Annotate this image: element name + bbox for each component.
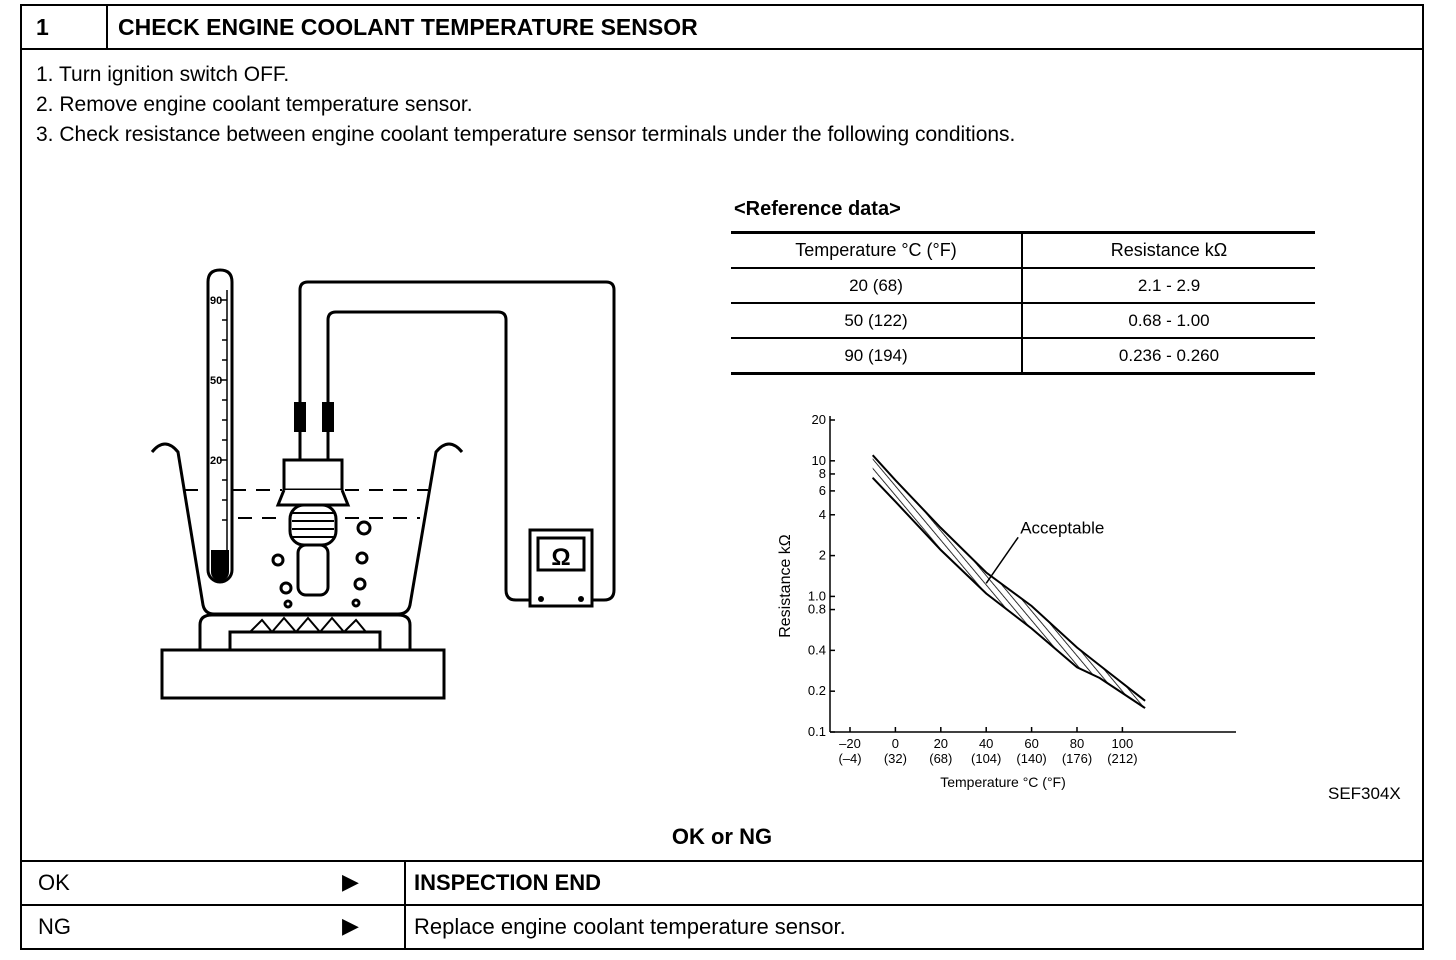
table-row: 90 (194) 0.236 - 0.260 (731, 338, 1315, 375)
band-upper-line (871, 454, 1146, 702)
resistance-temperature-chart: 0.10.20.40.81.024681020–20(–4)0(32)20(68… (777, 412, 1236, 790)
annotation-leader (985, 536, 1019, 584)
x-tick-label-fahrenheit: (32) (884, 751, 907, 766)
x-tick-label-fahrenheit: (68) (929, 751, 952, 766)
y-tick-label: 0.2 (808, 683, 826, 698)
y-tick-label: 0.4 (808, 642, 826, 657)
y-tick-label: 4 (819, 507, 826, 522)
ng-label: NG (38, 914, 71, 939)
reference-table: Temperature °C (°F) Resistance kΩ 20 (68… (731, 231, 1315, 375)
arrow-right-icon: ▶ (342, 913, 359, 938)
table-row: 50 (122) 0.68 - 1.00 (731, 303, 1315, 339)
x-tick-label: –20 (839, 736, 861, 751)
thermometer-mark-20: 20 (210, 455, 222, 467)
step-title: CHECK ENGINE COOLANT TEMPERATURE SENSOR (106, 4, 1424, 50)
y-tick-label: 2 (819, 548, 826, 563)
x-tick-label-fahrenheit: (212) (1107, 751, 1137, 766)
instruction-list: 1. Turn ignition switch OFF. 2. Remove e… (36, 60, 1015, 150)
x-tick-label-fahrenheit: (104) (971, 751, 1001, 766)
step-number: 1 (20, 4, 108, 50)
x-tick-label: 40 (979, 736, 993, 751)
y-tick-label: 1.0 (808, 588, 826, 603)
thermometer-mark-90: 90 (210, 295, 222, 307)
instruction-step-1: 1. Turn ignition switch OFF. (36, 63, 290, 86)
y-tick-label: 0.1 (808, 724, 826, 739)
x-tick-label-fahrenheit: (–4) (838, 751, 861, 766)
ok-condition-cell: OK ▶ (20, 860, 406, 906)
sensor-test-illustration: 90 50 20 Ω (150, 268, 616, 700)
y-tick-label: 6 (819, 483, 826, 498)
annotation-acceptable: Acceptable (1020, 518, 1104, 537)
arrow-right-icon: ▶ (342, 869, 359, 894)
ng-result: Replace engine coolant temperature senso… (404, 904, 1424, 950)
column-header-resistance: Resistance kΩ (1022, 231, 1315, 269)
y-tick-label: 10 (812, 453, 826, 468)
x-tick-label: 0 (892, 736, 899, 751)
x-tick-label-fahrenheit: (176) (1062, 751, 1092, 766)
instruction-step-2: 2. Remove engine coolant temperature sen… (36, 93, 473, 116)
x-tick-label-fahrenheit: (140) (1016, 751, 1046, 766)
x-tick-label: 60 (1024, 736, 1038, 751)
y-tick-label: 8 (819, 466, 826, 481)
ok-result: INSPECTION END (404, 860, 1424, 906)
band-lower-line (871, 477, 1146, 709)
ohmmeter-icon: Ω (551, 544, 570, 571)
table-cell: 20 (68) (731, 268, 1023, 304)
x-tick-label: 80 (1070, 736, 1084, 751)
ok-label: OK (38, 870, 70, 895)
table-header-row: Temperature °C (°F) Resistance kΩ (731, 231, 1315, 269)
figure-code: SEF304X (1328, 784, 1401, 803)
x-tick-label: 100 (1112, 736, 1134, 751)
instruction-step-3: 3. Check resistance between engine coola… (36, 123, 1016, 146)
x-tick-label: 20 (934, 736, 948, 751)
table-row: 20 (68) 2.1 - 2.9 (731, 268, 1315, 304)
reference-data-title: <Reference data> (734, 198, 901, 220)
x-axis-label: Temperature °C (°F) (940, 774, 1066, 790)
ok-or-ng-prompt: OK or NG (671, 824, 773, 849)
table-cell: 90 (194) (731, 338, 1023, 375)
y-axis-label: Resistance kΩ (777, 534, 794, 638)
table-cell: 0.68 - 1.00 (1022, 303, 1315, 339)
thermometer-mark-50: 50 (210, 375, 222, 387)
table-cell: 50 (122) (731, 303, 1023, 339)
acceptable-band (872, 455, 1146, 709)
column-header-temperature: Temperature °C (°F) (731, 231, 1023, 269)
table-cell: 0.236 - 0.260 (1022, 338, 1315, 375)
table-cell: 2.1 - 2.9 (1022, 268, 1315, 304)
y-tick-label: 20 (812, 412, 826, 427)
y-tick-label: 0.8 (808, 602, 826, 617)
ng-condition-cell: NG ▶ (20, 904, 406, 950)
